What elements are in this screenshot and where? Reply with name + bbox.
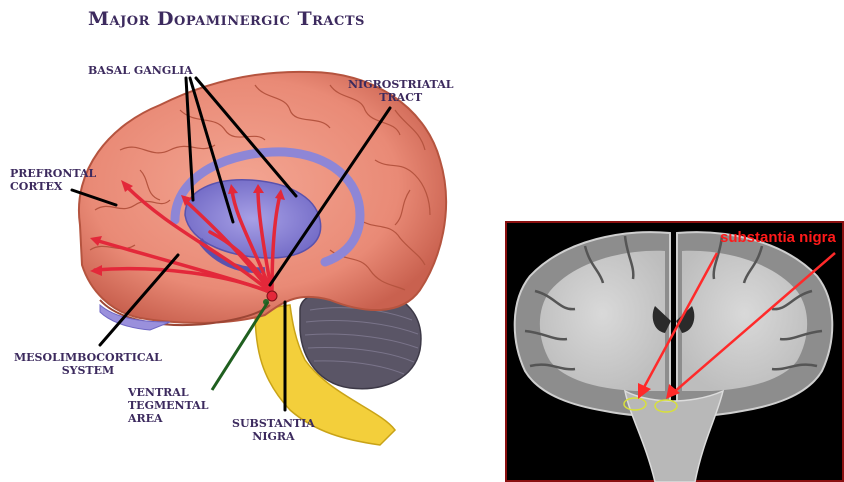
label-basal-ganglia-text: BASAL GANGLIA [88,64,193,77]
label-vta-line2: TEGMENTAL [128,399,208,412]
label-substantia-nigra: SUBSTANTIA NIGRA [232,417,315,443]
brain-diagram [0,0,505,482]
label-ventral-tegmental-area: VENTRAL TEGMENTAL AREA [128,386,208,425]
label-prefrontal-line2: CORTEX [10,180,96,193]
diagram-title: Major Dopaminergic Tracts [88,8,365,30]
label-prefrontal-line1: PREFRONTAL [10,167,96,180]
label-nigrostriatal-tract: NIGROSTRIATAL TRACT [348,78,454,104]
label-basal-ganglia: BASAL GANGLIA [88,64,193,77]
substantia-nigra-dot [267,291,277,301]
label-nigrostriatal-line2: TRACT [348,91,454,104]
label-vta-line3: AREA [128,412,208,425]
label-mesolimbo-line1: MESOLIMBOCORTICAL [14,351,162,364]
label-nigrostriatal-line1: NIGROSTRIATAL [348,78,454,91]
mri-substantia-nigra-label: substantia nigra [720,229,836,246]
label-vta-line1: VENTRAL [128,386,208,399]
mri-coronal-slice [505,221,844,482]
label-mesolimbo-line2: SYSTEM [14,364,162,377]
label-mesolimbocortical-system: MESOLIMBOCORTICAL SYSTEM [14,351,162,377]
label-prefrontal-cortex: PREFRONTAL CORTEX [10,167,96,193]
label-sn-line2: NIGRA [232,430,315,443]
label-sn-line1: SUBSTANTIA [232,417,315,430]
